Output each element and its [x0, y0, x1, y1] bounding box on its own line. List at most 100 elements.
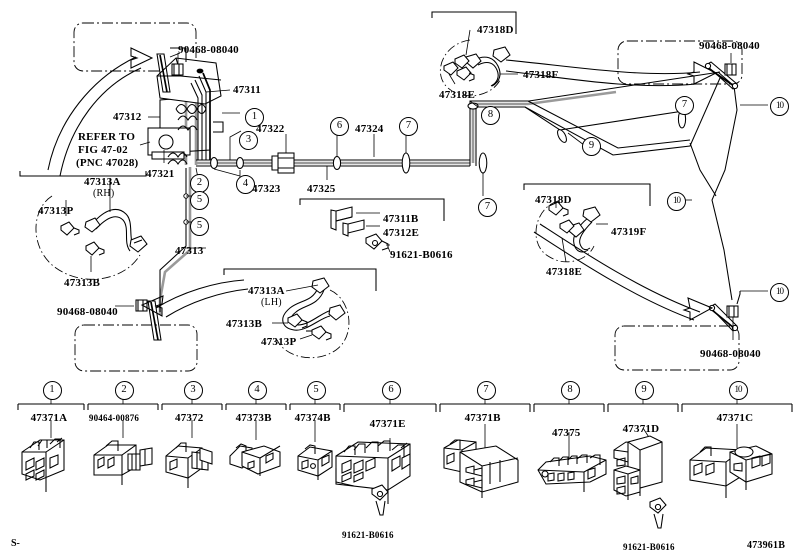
part-label-l-47313p-lh: 47313P — [261, 336, 297, 348]
callout-c1: 1 — [245, 108, 264, 127]
part-label-l-47321: 47321 — [146, 168, 175, 180]
grommet-bottom-right — [708, 291, 741, 340]
part-label-l-47313b-lh: 47313B — [226, 318, 263, 330]
legend-part-4: 47373B — [235, 412, 272, 424]
part-label-l-47323: 47323 — [252, 183, 281, 195]
part-label-l-47319f: 47319F — [611, 226, 647, 238]
detail-47318f — [431, 11, 518, 97]
legend-part-7: 47371B — [464, 412, 501, 424]
legend-icon-2 — [93, 440, 153, 485]
abs-actuator-assembly — [147, 57, 224, 165]
legend-index-2: 2 — [114, 381, 134, 400]
legend-extra-9: 91621-B0616 — [623, 542, 675, 552]
part-label-l-47313p-rh: 47313P — [38, 205, 74, 217]
sheet-corner-mark: S- — [11, 538, 20, 549]
legend-icon-7 — [443, 439, 519, 498]
phantom-box-top-right — [617, 40, 743, 85]
legend-index-7: 7 — [476, 381, 496, 400]
part-label-l-47313b-rh: 47313B — [64, 277, 101, 289]
callout-c3: 3 — [239, 131, 258, 150]
callout-c6: 6 — [330, 117, 349, 136]
callout-c7b: 7 — [478, 198, 497, 217]
refer-note-line1: REFER TO — [78, 131, 136, 143]
part-label-l-47318e-t: 47318E — [439, 89, 476, 101]
part-label-l-47313: 47313 — [175, 245, 204, 257]
legend-part-8: 47375 — [552, 427, 581, 439]
legend-icon-1 — [21, 437, 65, 492]
legend-index-1: 1 — [42, 381, 62, 400]
part-label-l-47324: 47324 — [355, 123, 384, 135]
part-label-l-47313a-lh: 47313A — [248, 285, 285, 297]
legend-icon-6 — [335, 440, 411, 516]
diagram-id: 473961B — [747, 540, 786, 551]
refer-note-line3: (PNC 47028) — [76, 157, 139, 169]
callout-c10c: 10 — [770, 283, 789, 302]
part-label-l-47318d-b: 47318D — [535, 194, 572, 206]
legend-index-6: 6 — [381, 381, 401, 400]
legend-icon-3 — [165, 442, 213, 488]
part-label-l-47318e-b: 47318E — [546, 266, 583, 278]
legend-index-10: 10 — [728, 381, 748, 400]
callout-c10a: 10 — [770, 97, 789, 116]
callout-c10b: 10 — [667, 192, 686, 211]
detail-47319f — [523, 183, 651, 263]
callout-c9: 9 — [582, 137, 601, 156]
refer-note-leader — [139, 141, 151, 146]
legend-icon-10 — [689, 445, 773, 498]
detail-47313a-rh — [19, 171, 148, 280]
callout-c5b: 5 — [190, 217, 209, 236]
assembly-arrow-top-right — [505, 59, 718, 87]
part-label-l-47322: 47322 — [256, 123, 285, 135]
part-label-l-90468-tl: 90468-08040 — [178, 44, 239, 56]
legend-index-9: 9 — [634, 381, 654, 400]
part-label-l-47312: 47312 — [113, 111, 142, 123]
legend-icon-4 — [229, 443, 281, 476]
legend-part-10: 47371C — [716, 412, 754, 424]
part-label-l-47313a-rh: 47313A — [84, 176, 121, 188]
legend-part-3: 47372 — [175, 412, 204, 424]
detail-47313a-lh — [223, 268, 377, 359]
legend-part-9: 47371D — [622, 423, 660, 435]
legend-icons — [21, 435, 773, 529]
legend-icon-8 — [537, 454, 607, 492]
callout-c7a: 7 — [399, 117, 418, 136]
part-label-l-47318d-t: 47318D — [477, 24, 514, 36]
callout-c2: 2 — [190, 174, 209, 193]
legend-index-3: 3 — [183, 381, 203, 400]
callout-c4: 4 — [236, 175, 255, 194]
callout-c5a: 5 — [190, 191, 209, 210]
part-label-l-47312e: 47312E — [383, 227, 420, 239]
callout-c7c: 7 — [675, 96, 694, 115]
assembly-arrow-bottom-right — [533, 223, 714, 321]
legend-part-1: 47371A — [30, 412, 68, 424]
grommet-top-left — [156, 47, 187, 93]
legend-part-5: 47374B — [294, 412, 331, 424]
legend-icon-5 — [297, 444, 333, 480]
part-label-l-47325: 47325 — [307, 183, 336, 195]
grommet-bottom-left — [115, 299, 162, 341]
part-label-l-lh: (LH) — [261, 297, 282, 308]
legend-index-8: 8 — [560, 381, 580, 400]
part-label-l-rh: (RH) — [93, 188, 115, 199]
assembly-arrow-top-left — [47, 47, 154, 177]
part-label-l-47311: 47311 — [233, 84, 261, 96]
part-label-l-91621-mid: 91621-B0616 — [390, 249, 453, 261]
part-label-l-90468-tr: 90468-08040 — [699, 40, 760, 52]
legend-extra-6: 91621-B0616 — [342, 530, 394, 540]
part-label-l-90468-bl: 90468-08040 — [57, 306, 118, 318]
refer-note-line2: FIG 47-02 — [78, 144, 128, 156]
legend-part-2: 90464-00876 — [88, 413, 140, 423]
part-label-l-90468-br: 90468-08040 — [700, 348, 761, 360]
legend-index-4: 4 — [247, 381, 267, 400]
phantom-box-bottom-right — [614, 325, 740, 371]
assembly-arrow-bottom-left — [140, 279, 249, 318]
part-label-l-47311b: 47311B — [383, 213, 419, 225]
callout-c8: 8 — [481, 106, 500, 125]
legend-icon-9 — [613, 435, 667, 529]
legend-index-5: 5 — [306, 381, 326, 400]
phantom-box-bottom-left — [74, 324, 198, 372]
part-label-l-47318f: 47318F — [523, 69, 559, 81]
detail-47311b-box — [299, 198, 445, 253]
